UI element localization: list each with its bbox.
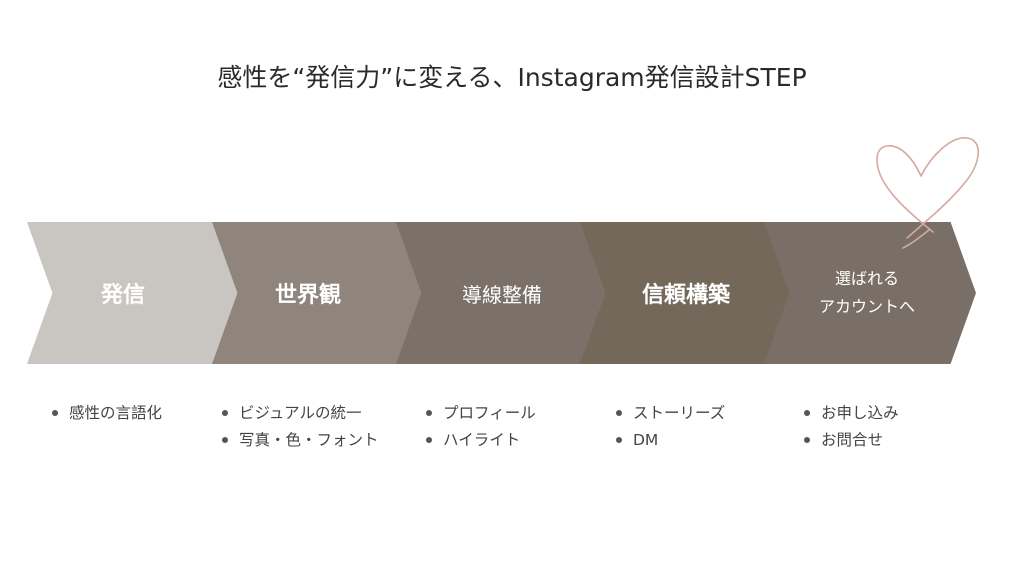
step-1-label-text: 発信	[100, 283, 145, 308]
list-item: 写真・色・フォント	[222, 427, 379, 454]
diagram-title: 感性を“発信力”に変える、Instagram発信設計STEP	[217, 63, 807, 92]
step-4-chevron	[580, 222, 792, 364]
step-5-chevron	[764, 222, 976, 364]
step-3-label: 導線整備	[396, 222, 608, 364]
step-5-bullets: お申し込み お問合せ	[804, 400, 899, 454]
list-item: ハイライト	[426, 427, 536, 454]
list-item: ビジュアルの統一	[222, 400, 379, 427]
step-2-bullets: ビジュアルの統一 写真・色・フォント	[222, 400, 379, 454]
step-2-label: 世界観	[212, 222, 404, 364]
step-2-chevron	[212, 222, 424, 364]
list-item: DM	[616, 427, 725, 454]
step-5-label-line1: 選ばれる	[834, 269, 899, 288]
step-1-chevron	[27, 222, 239, 364]
step-2-label-text: 世界観	[274, 283, 341, 308]
heart-icon	[876, 137, 980, 249]
step-4-label: 信頼構築	[580, 222, 792, 364]
step-3-label-text: 導線整備	[462, 282, 542, 307]
list-item: お問合せ	[804, 427, 899, 454]
step-4-bullets: ストーリーズ DM	[616, 400, 725, 454]
step-1-label: 発信	[27, 222, 219, 364]
step-5-label-line2: アカウントへ	[818, 297, 915, 316]
step-3-bullets: プロフィール ハイライト	[426, 400, 536, 454]
step-5-label: 選ばれる アカウントへ	[764, 222, 970, 364]
list-item: お申し込み	[804, 400, 899, 427]
step-4-label-text: 信頼構築	[641, 283, 730, 308]
list-item: プロフィール	[426, 400, 536, 427]
list-item: ストーリーズ	[616, 400, 725, 427]
step-3-chevron	[396, 222, 608, 364]
list-item: 感性の言語化	[52, 400, 162, 427]
step-1-bullets: 感性の言語化	[52, 400, 162, 427]
